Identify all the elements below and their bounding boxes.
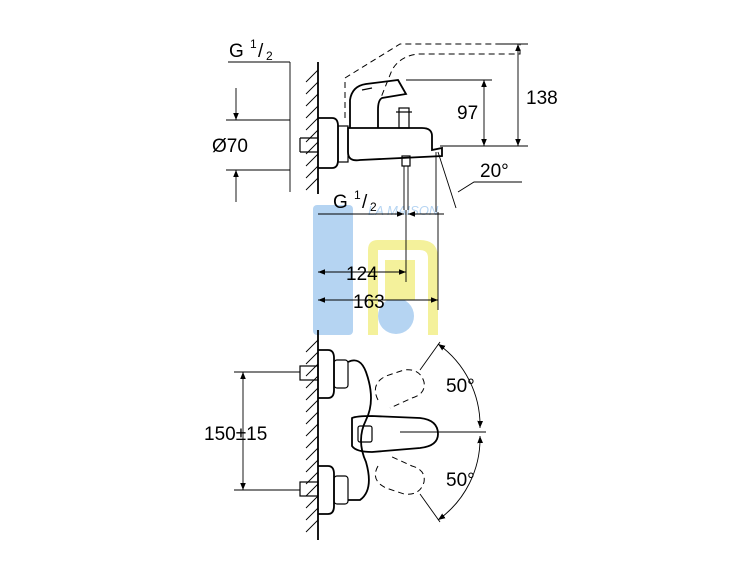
watermark-text: LA MAISON [368, 203, 439, 218]
dim-thread-outlet: G 1 / 2 [318, 188, 444, 217]
dim-length-163: 163 [318, 212, 439, 313]
length-163-label: 163 [353, 292, 385, 313]
thread-top-slash: / [258, 41, 264, 62]
height-138-label: 138 [526, 88, 558, 109]
wall-top [305, 62, 319, 194]
lever-angle-down-label: 50° [446, 470, 475, 491]
dim-thread-top: G 1 / 2 [228, 37, 291, 192]
center-distance-label: 150±15 [204, 424, 267, 445]
dim-height-97: 97 [406, 79, 492, 146]
thread-top-num: 1 [250, 37, 257, 51]
dim-height-138: 138 [440, 43, 558, 147]
thread-outlet-prefix: G [333, 192, 348, 213]
height-97-label: 97 [457, 103, 478, 124]
dim-diameter: Ø70 [212, 88, 290, 202]
dim-length-124: 124 [318, 210, 407, 285]
faucet-front-view [299, 349, 439, 515]
dim-angle-spout: 20° [435, 151, 522, 212]
thread-outlet-num: 1 [354, 188, 361, 202]
dim-center-distance: 150±15 [204, 371, 300, 491]
wall-bottom [305, 330, 319, 540]
diameter-label: Ø70 [212, 136, 248, 157]
thread-outlet-den: 2 [370, 200, 377, 214]
lever-angle-up-label: 50° [446, 376, 475, 397]
thread-top-prefix: G [229, 41, 244, 62]
thread-top-den: 2 [266, 49, 273, 63]
angle-spout-label: 20° [480, 161, 509, 182]
faucet-side-view [299, 43, 521, 210]
thread-outlet-slash: / [362, 192, 368, 213]
dim-lever-angles: 50° 50° [400, 341, 486, 523]
length-124-label: 124 [346, 264, 378, 285]
